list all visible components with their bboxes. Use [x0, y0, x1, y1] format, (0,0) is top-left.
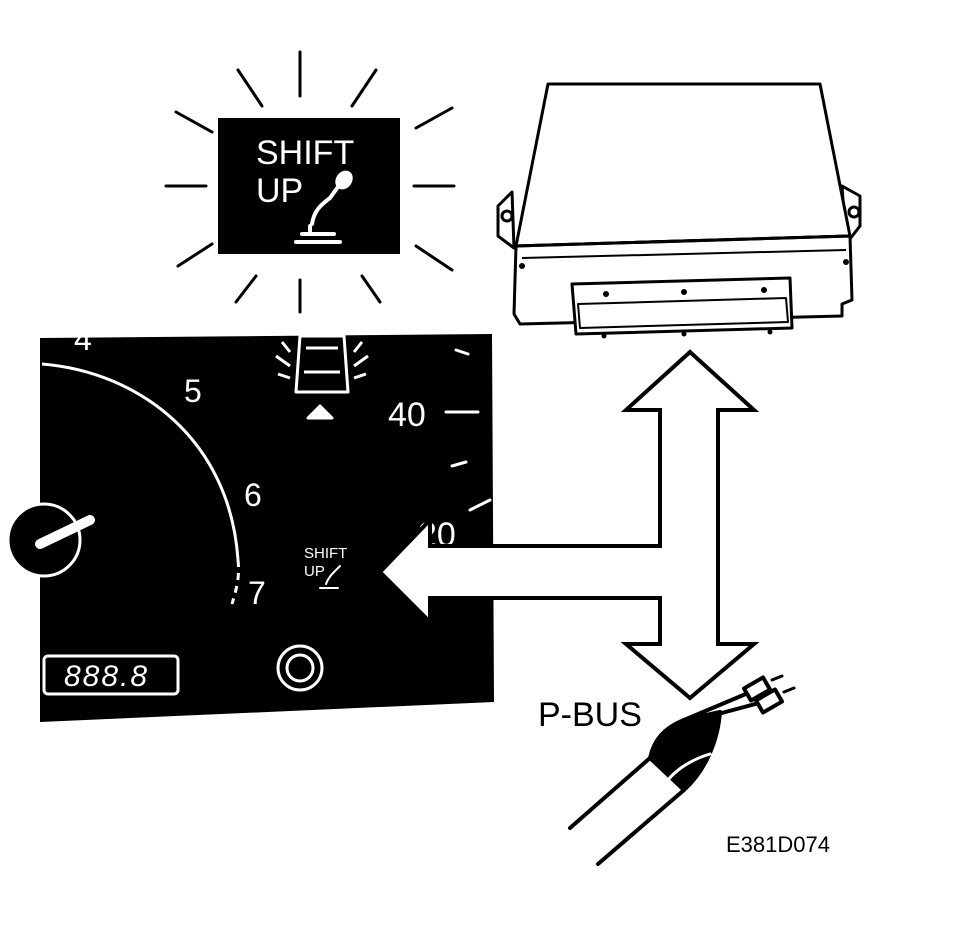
- tach-number-5: 5: [184, 373, 202, 409]
- mini-indicator-line2: UP: [304, 563, 325, 580]
- tach-number-7: 7: [248, 575, 266, 611]
- tach-needle: [35, 515, 95, 549]
- indicator-line1: SHIFT: [256, 134, 354, 172]
- double-headed-arrow-icon: [377, 349, 760, 701]
- shift-up-indicator: SHIFT UP: [164, 50, 456, 314]
- cable-icon: [568, 674, 796, 866]
- cluster-panel: [40, 334, 494, 722]
- figure-code: E381D074: [726, 832, 830, 857]
- speed-number-40: 40: [388, 396, 426, 434]
- indicator-line2: UP: [256, 172, 303, 210]
- mini-shift-lever-icon: [319, 565, 341, 589]
- tach-number-4: 4: [74, 321, 92, 357]
- control-module-icon: [496, 82, 862, 339]
- odometer-frame: [42, 654, 180, 696]
- glow-rays: [164, 50, 456, 314]
- car-top-view-icon: [275, 334, 369, 420]
- bus-label: P-BUS: [538, 696, 642, 734]
- tach-arc: [41, 362, 240, 561]
- speedometer-ticks: [444, 348, 492, 512]
- shift-lever-icon: [294, 170, 353, 244]
- odometer-display: 888.8: [64, 660, 149, 693]
- tach-arc-redline: [230, 559, 240, 605]
- tach-number-6: 6: [244, 477, 262, 513]
- instrument-cluster: 4 5 6 7 40 20 SHIFT: [6, 321, 494, 722]
- mini-indicator-line1: SHIFT: [304, 545, 347, 562]
